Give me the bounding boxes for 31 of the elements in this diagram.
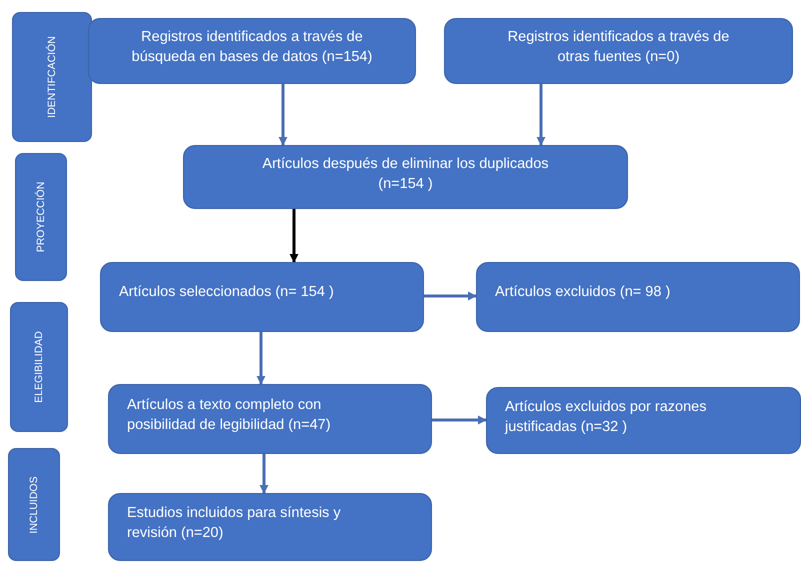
box-text: Artículos seleccionados (n= 154 ) [119, 283, 335, 302]
phase-label: INCLUIDOS [28, 476, 40, 534]
box-text: Artículos excluidos por razones justificadas (n=32 ) [505, 398, 708, 437]
arrow [432, 416, 487, 424]
box-text: Artículos a texto completo con posibilidad de legibilidad (n=47) [127, 396, 332, 435]
process-box [108, 384, 432, 454]
arrow [278, 84, 288, 146]
process-box [444, 18, 793, 84]
arrow [424, 292, 477, 300]
phase-label-box [10, 302, 68, 432]
arrow [256, 332, 266, 385]
box-text: Artículos después de eliminar los duplicados (n=154 ) [261, 155, 550, 194]
box-text: Registros identificados a través de otras fuentes (n=0) [506, 28, 730, 67]
phase-label: IDENTIFCACIÓN [46, 36, 58, 118]
arrow [290, 209, 298, 263]
phase-label-box [12, 12, 92, 142]
process-box [183, 145, 628, 209]
arrow [536, 84, 546, 146]
phase-label: PROYECCIÓN [35, 182, 47, 252]
phase-label-box [8, 448, 60, 561]
arrow [260, 454, 268, 494]
phase-label-box [15, 153, 67, 281]
process-box [100, 262, 424, 332]
phase-label: ELEGIBILIDAD [33, 331, 45, 403]
process-box [108, 493, 432, 561]
process-box [486, 387, 801, 454]
box-text: Artículos excluidos (n= 98 ) [495, 283, 672, 302]
box-text: Registros identificados a través de búsqueda en bases de datos (n=154) [130, 28, 374, 67]
box-text: Estudios incluidos para síntesis y revisión (n=20) [127, 504, 342, 543]
process-box [88, 18, 416, 84]
process-box [476, 262, 800, 332]
